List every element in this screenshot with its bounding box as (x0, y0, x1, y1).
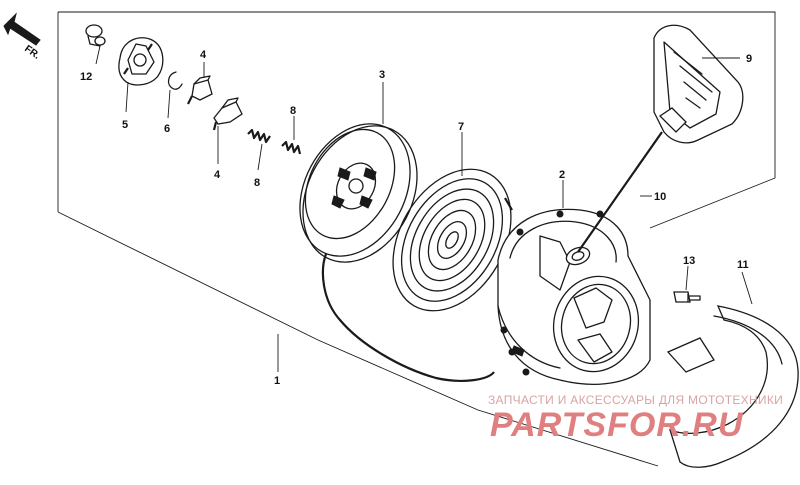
part-2-starter-case (497, 208, 651, 385)
part-8-spring-lower (247, 128, 271, 144)
front-direction-label: FR. (22, 43, 42, 61)
callout-12: 12 (80, 71, 92, 83)
part-11-band (666, 305, 799, 468)
callout-3: 3 (379, 69, 385, 81)
callout-8-lower: 8 (254, 177, 260, 189)
watermark-caption: ЗАПЧАСТИ И АКСЕССУАРЫ ДЛЯ МОТОТЕХНИКИ (488, 393, 783, 407)
part-10-starter-rope-handle-cord (577, 131, 663, 253)
part-12-bolt (85, 24, 106, 47)
callout-5: 5 (122, 119, 128, 131)
callout-4-upper: 4 (200, 49, 207, 61)
callout-11: 11 (737, 259, 749, 271)
callout-10: 10 (654, 191, 666, 203)
callout-8-upper: 8 (290, 105, 296, 117)
starter-rope (321, 253, 495, 382)
callout-6: 6 (164, 123, 170, 135)
callout-13: 13 (683, 255, 695, 267)
part-5-ratchet-plate (118, 37, 164, 86)
callout-numbers: 12 5 6 4 4 8 8 3 7 2 9 10 13 11 1 (80, 49, 752, 387)
part-13-bolt (673, 291, 701, 303)
callout-4-lower: 4 (214, 169, 221, 181)
callout-9: 9 (746, 53, 752, 65)
assembly-boundary-outline (57, 11, 776, 467)
part-6-clip (167, 71, 183, 90)
part-9-starter-grip (653, 24, 744, 144)
callout-7: 7 (458, 121, 464, 133)
watermark: ЗАПЧАСТИ И АКСЕССУАРЫ ДЛЯ МОТОТЕХНИКИ PA… (488, 393, 783, 444)
front-direction-arrow-icon (3, 12, 41, 46)
leader-lines (95, 45, 753, 372)
part-3-rope-reel (299, 123, 418, 263)
callout-1: 1 (274, 375, 280, 387)
part-7-recoil-spring (392, 168, 513, 312)
callout-2: 2 (559, 169, 565, 181)
part-4-pawl-lower (212, 97, 243, 131)
part-4-pawl-upper (187, 75, 213, 105)
part-8-spring-upper (281, 140, 302, 155)
watermark-logo: PARTSFOR.RU (490, 406, 744, 444)
